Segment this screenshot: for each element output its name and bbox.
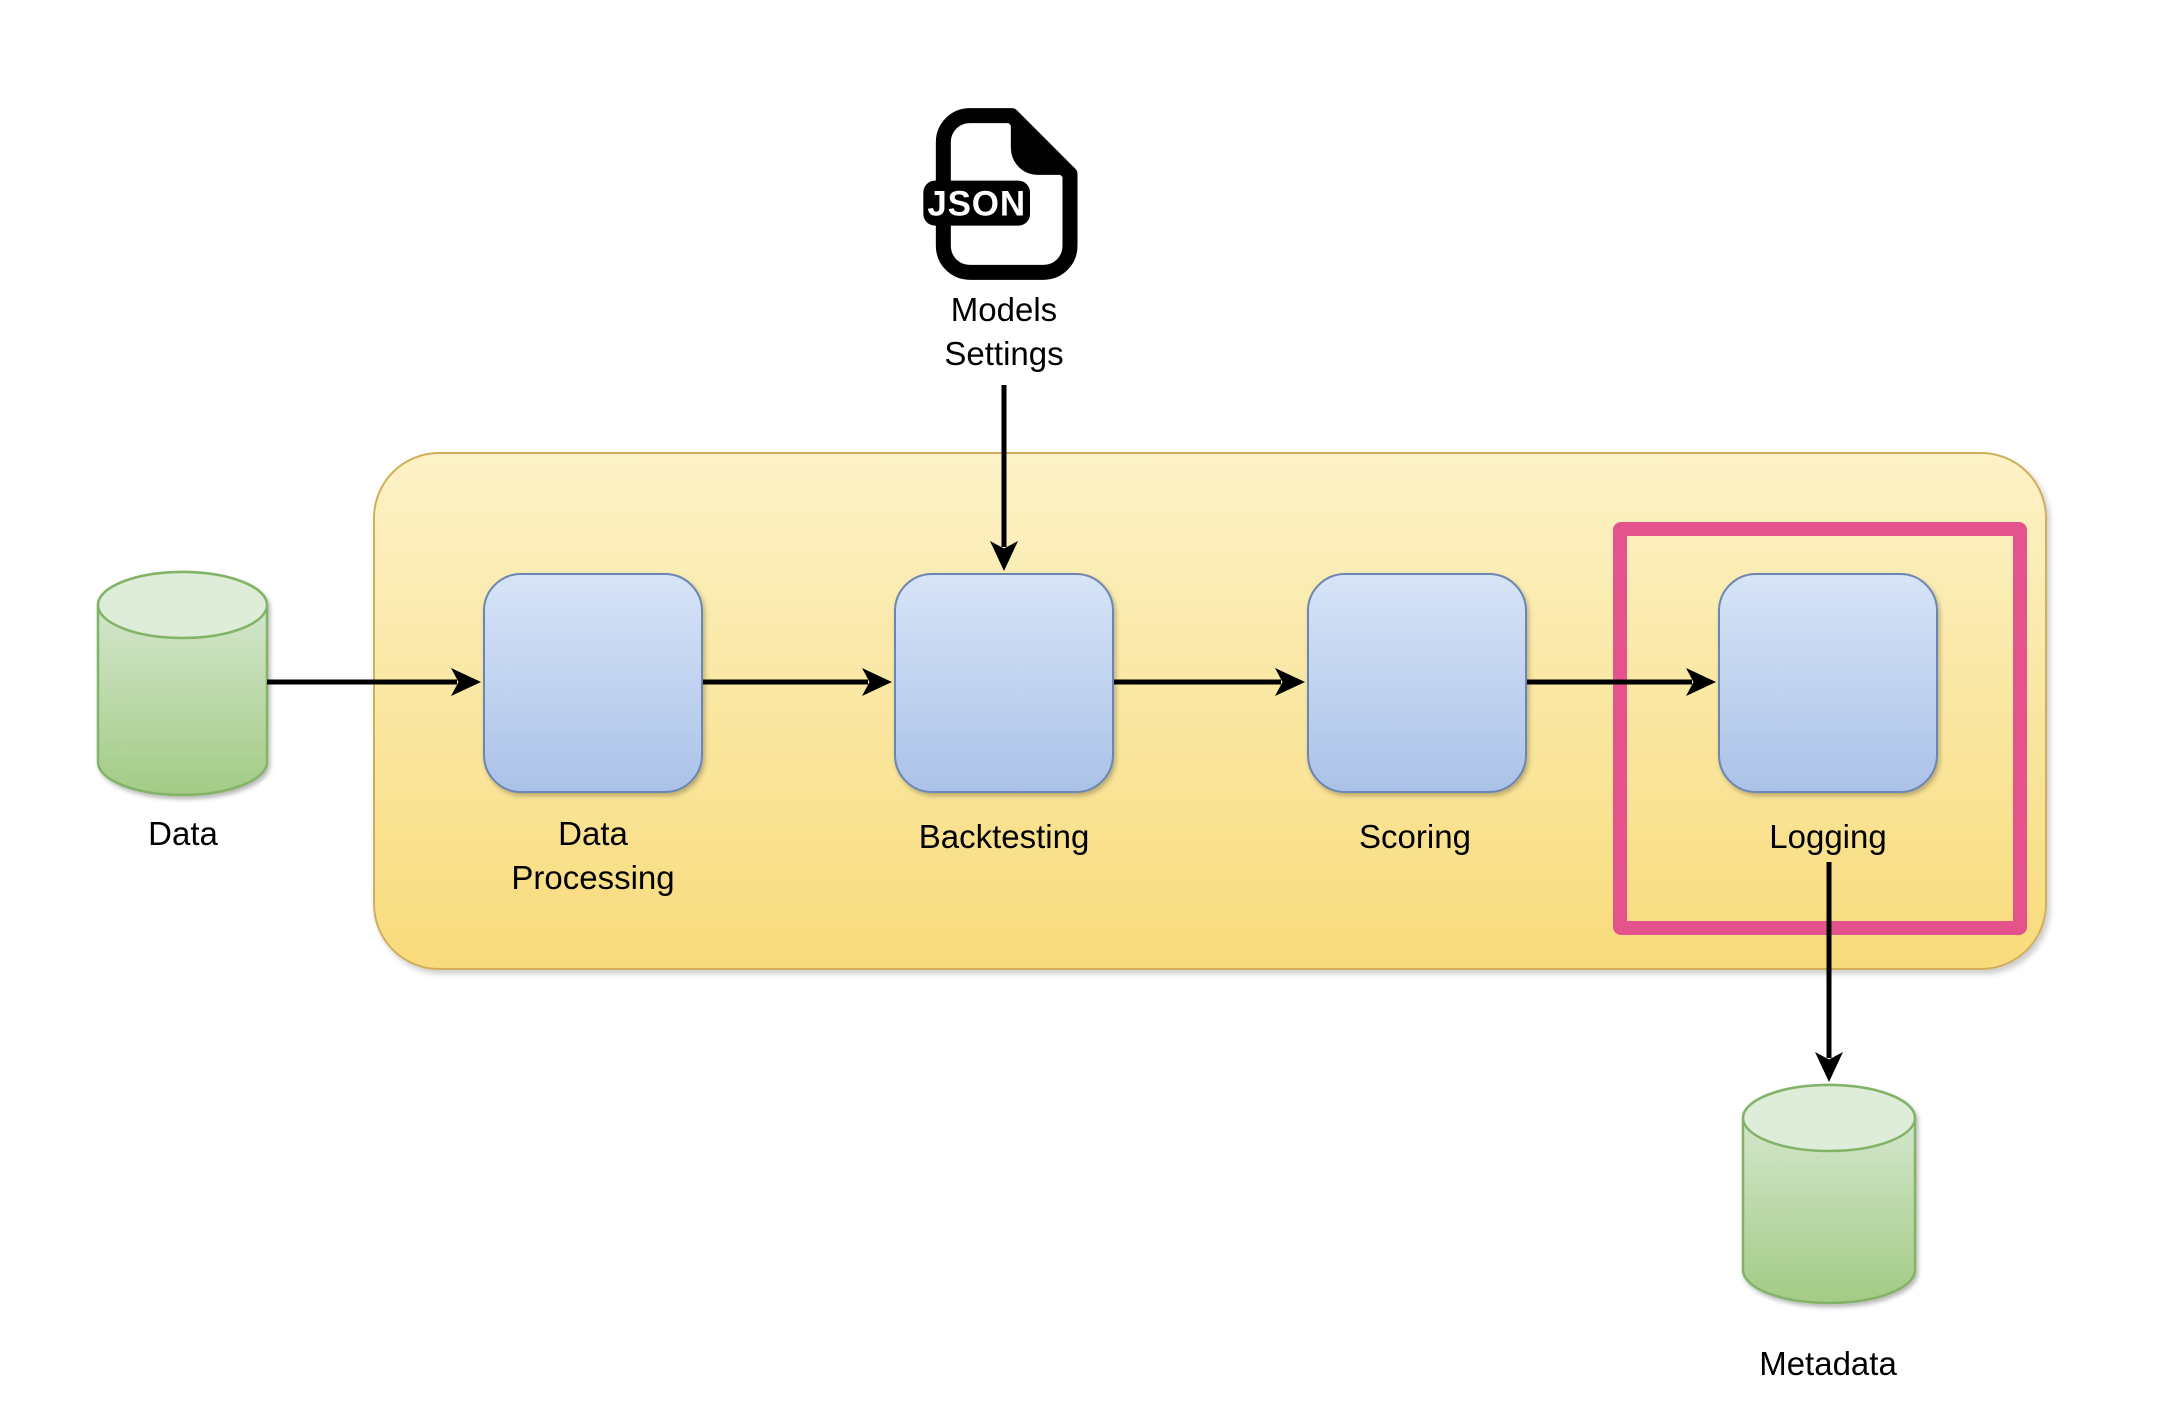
node-backtesting [894, 573, 1114, 793]
label-metadata: Metadata [1759, 1345, 1897, 1382]
label-data-processing: Data Processing [511, 815, 675, 896]
logging-highlight-box [1613, 522, 2027, 935]
file-fold-corner [1010, 114, 1071, 175]
json-file-icon: JSON [923, 108, 1078, 280]
label-scoring: Scoring [1359, 818, 1471, 855]
json-badge-text: JSON [927, 185, 1026, 224]
label-backtesting: Backtesting [918, 818, 1090, 855]
json-badge [923, 180, 1030, 226]
label-data: Data [148, 815, 218, 852]
label-logging: Logging [1769, 818, 1887, 855]
label-models-settings: Models Settings [944, 291, 1064, 372]
node-data-processing [483, 573, 703, 793]
node-logging [1718, 573, 1938, 793]
node-data-cylinder [96, 570, 269, 797]
node-metadata-cylinder [1741, 1083, 1917, 1305]
node-scoring [1307, 573, 1527, 793]
